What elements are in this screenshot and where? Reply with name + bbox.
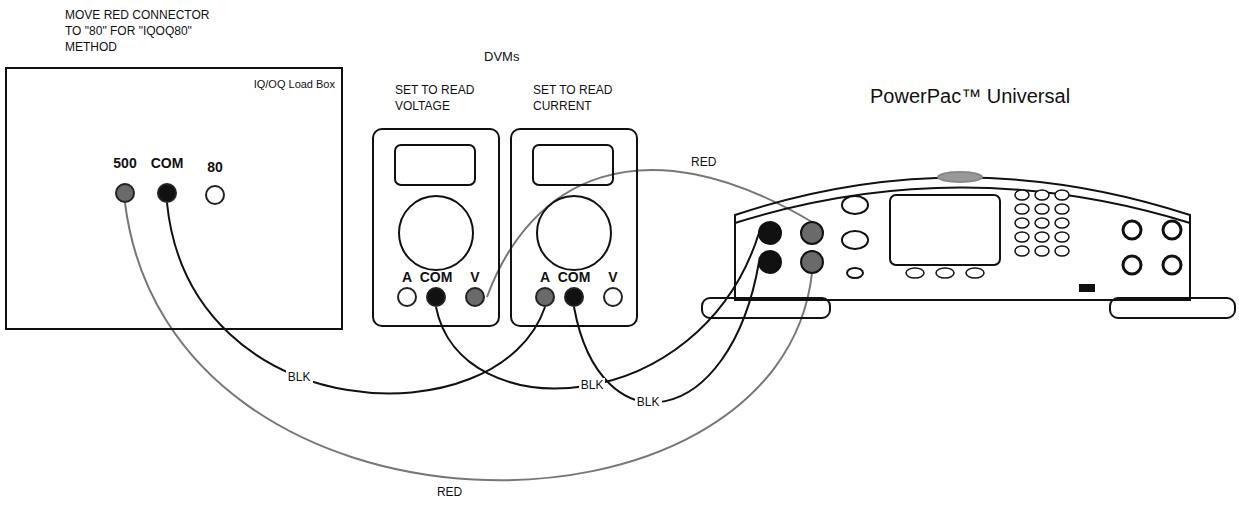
keypad-key [1055,204,1069,214]
terminal-jack [603,287,623,307]
power-supply-drawing [700,80,1237,325]
output-jack [759,222,781,244]
keypad-key [1015,246,1029,256]
wire [436,233,759,388]
keypad-key [1055,218,1069,228]
terminal: COM [149,155,186,203]
terminal-jack [535,287,555,307]
device-button [847,268,863,278]
wire [167,203,545,393]
device-screen [890,195,1000,265]
terminal-jack [205,185,225,205]
terminal-jack [397,287,417,307]
terminal-label: 80 [207,159,223,175]
meter-dial [399,196,473,270]
power-supply: PowerPac™ Universal [700,80,1237,325]
terminal-label: V [608,269,617,285]
wire [487,170,812,297]
device-name: PowerPac™ Universal [870,84,1070,108]
device-button [842,196,868,214]
keypad-key [1055,246,1069,256]
box-title: IQ/OQ Load Box [254,77,335,91]
output-jack [1123,256,1141,274]
output-jack [1163,256,1181,274]
keypad-key [1015,218,1029,228]
terminal-label: A [540,269,550,285]
wire-label: RED [435,485,464,499]
terminal-jack [426,287,446,307]
multimeter: SET TO READ CURRENTACOMV [510,128,638,327]
device-button [842,231,868,249]
meter-heading: SET TO READ VOLTAGE [395,82,505,114]
load-box: IQ/OQ Load Box 500 COM 80 [5,67,343,330]
terminal: COM [556,269,593,307]
keypad-key [1035,246,1049,256]
terminal-jack [465,287,485,307]
output-jack [1123,221,1141,239]
device-foot [702,298,830,318]
terminal-label: COM [558,269,591,285]
device-button [936,268,954,278]
keypad-key [1035,232,1049,242]
wire-label: BLK [579,378,606,392]
group-heading: DVMs [484,49,519,65]
wire [574,262,759,402]
wire-label: RED [689,155,718,169]
terminal: A [533,269,557,307]
terminal-jack [115,183,135,203]
wire [125,203,812,480]
keypad-key [1015,190,1029,200]
meter-dial [537,196,611,270]
terminal: V [463,269,487,307]
output-jack [801,222,823,244]
keypad-key [1035,190,1049,200]
device-body [735,178,1190,301]
terminal-label: 500 [113,155,136,171]
terminal: V [601,269,625,307]
keypad-key [1055,232,1069,242]
keypad-key [1015,204,1029,214]
keypad-key [1035,204,1049,214]
wire-label: BLK [635,395,662,409]
device-switch [1080,285,1094,291]
note: MOVE RED CONNECTOR TO "80" FOR "IQOQ80" … [65,7,220,55]
multimeter: SET TO READ VOLTAGEACOMV [372,128,500,327]
terminal: 80 [203,159,227,205]
keypad-key [1015,232,1029,242]
device-button [906,268,924,278]
terminal-jack [564,287,584,307]
meter-heading: SET TO READ CURRENT [533,82,643,114]
terminal-label: COM [151,155,184,171]
output-jack [759,251,781,273]
keypad-key [1035,218,1049,228]
meter-display [533,145,613,185]
terminal-jack [157,183,177,203]
device-button [966,268,984,278]
terminal-label: V [470,269,479,285]
device-foot [1110,298,1235,318]
device-lamp [938,172,982,182]
wire-label: BLK [286,370,313,384]
terminal: A [395,269,419,307]
terminal-label: COM [420,269,453,285]
terminal: COM [418,269,455,307]
meter-display [395,145,475,185]
keypad-key [1055,190,1069,200]
output-jack [1163,221,1181,239]
terminal: 500 [111,155,139,203]
output-jack [801,251,823,273]
terminal-label: A [402,269,412,285]
